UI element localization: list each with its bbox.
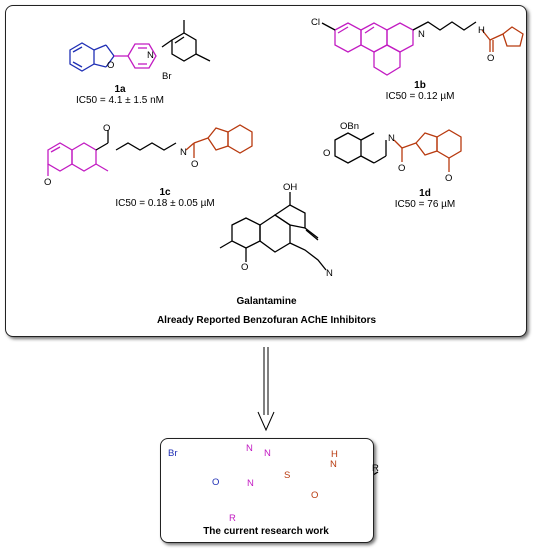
atom-n-galantamine: N [326,268,333,279]
atom-o-galantamine-methoxy: O [241,262,249,273]
atom-n-1c: N [180,147,187,158]
atom-r-target-right: R [372,463,379,474]
atom-n-1a: N [147,50,154,61]
atom-o-1d-amide: O [398,163,406,174]
atom-o-1a: O [107,60,115,71]
atom-o-1d-methoxy: O [445,173,453,184]
galantamine-label: Galantamine [236,296,297,307]
atom-n-target-amide: N [330,459,337,470]
atom-n-target-1: N [246,443,253,454]
atom-obn-1d: OBn [340,121,360,132]
compound-1a-block: 1a IC50 = 4.1 ± 1.5 nM [55,84,185,106]
top-panel-caption: Already Reported Benzofuran AChE Inhibit… [156,315,377,326]
compound-1d-id: 1d [419,188,431,199]
bottom-panel-caption: The current research work [203,526,329,537]
compound-1c-structure [47,124,253,176]
compound-1d-block: 1d IC50 = 76 µM [375,188,475,210]
compound-1a-structure [69,20,211,72]
atom-n-1d-amide: N [388,133,395,144]
atom-cl-1b: Cl [311,17,320,28]
compound-1d-structure [334,129,462,172]
atom-r-target-left: R [229,513,236,524]
compound-1d-activity: IC50 = 76 µM [394,199,456,210]
atom-n-target-3: N [247,478,254,489]
atom-br-1a: Br [162,71,172,82]
atom-o-target: O [212,477,220,488]
compound-1c-activity: IC50 = 0.18 ± 0.05 µM [115,198,215,209]
galantamine-structure [219,192,327,271]
compound-1a-id: 1a [114,84,126,95]
atom-o-1d-keto: O [323,148,331,159]
compound-1b-block: 1b IC50 = 0.12 µM [365,80,475,102]
atom-n-1b: N [418,29,425,40]
atom-s-target: S [284,470,291,481]
reported-inhibitors-panel [5,5,527,337]
compound-1b-activity: IC50 = 0.12 µM [385,91,455,102]
compound-1b-structure [321,21,524,76]
atom-o-target-amide: O [311,490,319,501]
current-work-panel [160,438,374,543]
compound-1b-id: 1b [414,80,426,91]
atom-o-1c-amide: O [191,159,199,170]
atom-h-1b: H [478,25,485,36]
atom-h-target-amide: H [331,449,338,460]
atom-o-1b: O [487,53,495,64]
downward-arrow [257,347,275,432]
compound-1c-block: 1c IC50 = 0.18 ± 0.05 µM [100,187,230,209]
atom-oh-galantamine: OH [283,182,298,193]
compound-1a-activity: IC50 = 4.1 ± 1.5 nM [75,95,165,106]
compound-1c-id: 1c [159,187,171,198]
atom-o-1c-carbonyl: O [103,123,111,134]
atom-n-target-2: N [264,448,271,459]
atom-br-target: Br [168,448,178,459]
atom-o-1c-methoxy: O [44,177,52,188]
